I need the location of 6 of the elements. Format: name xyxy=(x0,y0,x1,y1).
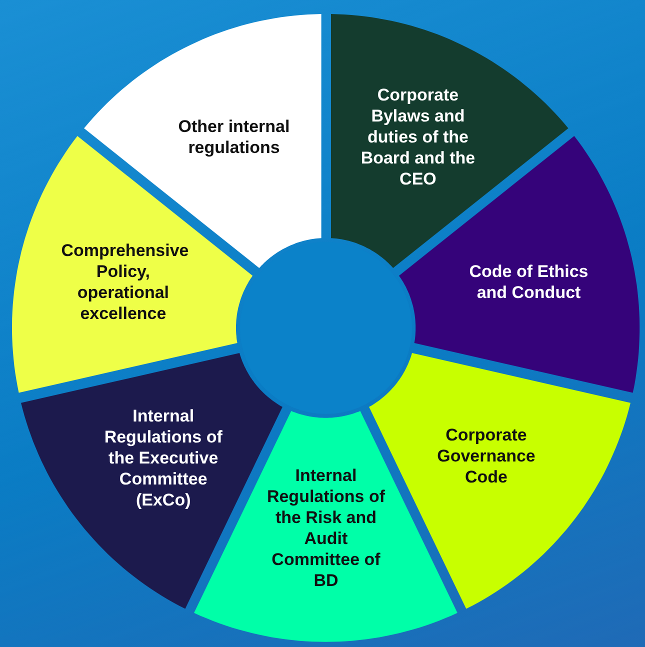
segment-label: Corporate Governance Code xyxy=(436,424,536,488)
segment-label: Corporate Bylaws and duties of the Board and the CEO xyxy=(360,84,476,190)
segment-label: Code of Ethics and Conduct xyxy=(468,260,590,303)
segment-label: Other internal regulations xyxy=(177,116,291,158)
segment-label: Internal Regulations of the Risk and Audit Committee of BD xyxy=(266,464,386,591)
segment-label: Internal Regulations of the Executive Committee (ExCo) xyxy=(103,405,224,510)
